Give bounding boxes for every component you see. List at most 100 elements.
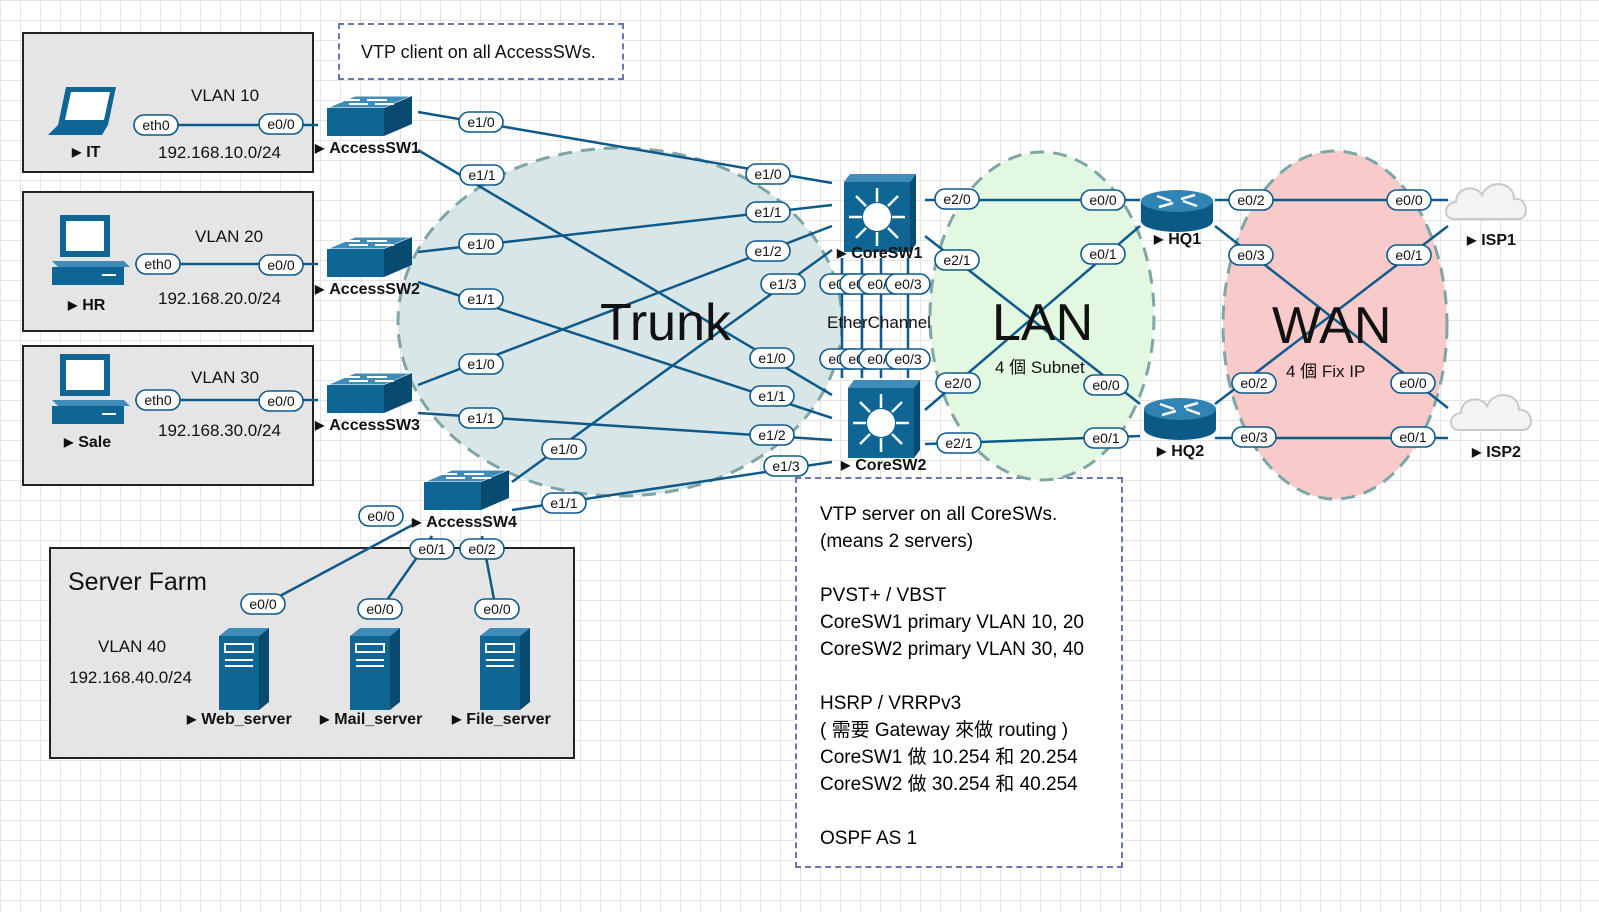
wan-label: WAN: [1272, 297, 1392, 355]
port-name: e0/0: [1089, 192, 1116, 208]
port-name: e0/1: [1089, 246, 1116, 262]
port-label: e1/0: [458, 353, 504, 375]
laptop-icon[interactable]: [48, 87, 116, 135]
port-name: eth0: [142, 117, 169, 133]
access-sw1-label[interactable]: AccessSW1: [315, 140, 420, 158]
router-icon[interactable]: [1139, 188, 1215, 234]
port-label: e0/1: [409, 538, 455, 560]
port-name: e2/0: [943, 191, 970, 207]
port-name: e1/1: [758, 388, 785, 404]
port-label: e1/3: [763, 455, 809, 477]
port-name: e1/0: [467, 236, 494, 252]
core-sw1-label[interactable]: CoreSW1: [837, 245, 922, 263]
port-label: e0/0: [1386, 189, 1432, 211]
port-name: e1/1: [468, 167, 495, 183]
wan-area: [1221, 149, 1449, 501]
mail-server-label[interactable]: Mail_server: [320, 711, 422, 729]
port-label: e0/0: [358, 505, 404, 527]
switch-icon[interactable]: [326, 236, 413, 278]
core-sw2-label[interactable]: CoreSW2: [841, 457, 926, 475]
port-label: e0/0: [258, 113, 304, 135]
web-server-label[interactable]: Web_server: [187, 711, 291, 729]
isp2-label[interactable]: ISP2: [1472, 444, 1521, 462]
port-name: e0/0: [1399, 375, 1426, 391]
port-name: e0/0: [267, 393, 294, 409]
port-name: e1/1: [550, 495, 577, 511]
port-name: e1/1: [467, 410, 494, 426]
port-label: e2/1: [934, 249, 980, 271]
vtp-client-text: VTP client on all AccessSWs.: [361, 42, 596, 62]
file-server-label[interactable]: File_server: [452, 711, 551, 729]
server-icon[interactable]: [479, 627, 531, 711]
port-name: e1/0: [758, 350, 785, 366]
port-name: e2/1: [943, 252, 970, 268]
core-config-text: VTP server on all CoreSWs.(means 2 serve…: [820, 501, 1084, 852]
lan-label: LAN: [992, 294, 1094, 352]
workstation-icon[interactable]: [51, 214, 131, 286]
port-name: e0/0: [267, 257, 294, 273]
port-name: e1/0: [754, 166, 781, 182]
hq1-label[interactable]: HQ1: [1154, 231, 1201, 249]
port-name: e2/0: [944, 375, 971, 391]
core-note-line: CoreSW1 做 10.254 和 20.254: [820, 747, 1078, 768]
core-note-line: [820, 798, 1084, 825]
port-label: e1/1: [459, 164, 505, 186]
server-icon[interactable]: [218, 627, 270, 711]
core-note-line: CoreSW2 做 30.254 和 40.254: [820, 774, 1078, 795]
cloud-icon[interactable]: [1444, 183, 1527, 220]
port-label: e0/3: [1228, 244, 1274, 266]
port-label: eth0: [133, 114, 179, 136]
port-label: e1/0: [458, 111, 504, 133]
cloud-icon[interactable]: [1449, 394, 1532, 431]
sale-subnet-label: 192.168.30.0/24: [158, 421, 281, 440]
core-note-line: HSRP / VRRPv3: [820, 693, 962, 714]
port-name: e0/1: [418, 541, 445, 557]
port-label: e0/0: [1080, 189, 1126, 211]
port-label: e1/0: [749, 347, 795, 369]
workstation-icon[interactable]: [51, 353, 131, 425]
isp1-label[interactable]: ISP1: [1467, 232, 1516, 250]
vtp-client-note: [338, 23, 624, 80]
port-name: e1/1: [467, 291, 494, 307]
port-name: e0/3: [894, 276, 921, 292]
port-name: e1/3: [772, 458, 799, 474]
switch-icon[interactable]: [423, 469, 510, 511]
core-config-note: [795, 477, 1123, 868]
access-sw3-label[interactable]: AccessSW3: [315, 417, 420, 435]
port-labels-layer: eth0 e0/0 eth0 e0/0 eth0 e0/0 e1/0 e1/0 e1/1 e1/0…: [133, 111, 1436, 620]
wan-fixip-count: 4 個 Fix IP: [1286, 362, 1366, 381]
core-note-line: PVST+ / VBST: [820, 585, 947, 606]
port-label: e0/0: [474, 598, 520, 620]
server-farm-vlan-label: VLAN 40: [98, 637, 167, 656]
port-name: eth0: [144, 392, 171, 408]
layer3-switch-icon[interactable]: [842, 172, 918, 254]
access-sw2-label[interactable]: AccessSW2: [315, 281, 420, 299]
access-sw4-label[interactable]: AccessSW4: [412, 514, 517, 532]
hr-host-label[interactable]: HR: [68, 297, 105, 315]
router-icon[interactable]: [1142, 396, 1218, 442]
port-name: e1/2: [754, 243, 781, 259]
port-label: e1/0: [745, 163, 791, 185]
port-label: e0/3: [1231, 426, 1277, 448]
port-name: e0/0: [1092, 377, 1119, 393]
sale-host-label[interactable]: Sale: [64, 434, 111, 452]
port-label: e2/1: [936, 432, 982, 454]
port-name: e1/0: [550, 441, 577, 457]
port-name: e0/0: [483, 601, 510, 617]
hq2-label[interactable]: HQ2: [1157, 443, 1204, 461]
server-icon[interactable]: [349, 627, 401, 711]
port-label: eth0: [135, 253, 181, 275]
switch-icon[interactable]: [326, 372, 413, 414]
port-name: eth0: [144, 256, 171, 272]
port-label: e0/3: [885, 273, 931, 295]
port-name: e0/1: [1399, 429, 1426, 445]
sale-vlan-label: VLAN 30: [191, 368, 260, 387]
port-label: e0/2: [1231, 372, 1277, 394]
switch-icon[interactable]: [326, 95, 413, 137]
link-access4-web: [264, 520, 419, 606]
layer3-switch-icon[interactable]: [846, 378, 922, 460]
port-name: e1/0: [467, 356, 494, 372]
it-host-label[interactable]: IT: [72, 144, 100, 162]
core-note-line: [820, 663, 1084, 690]
port-label: e1/3: [760, 273, 806, 295]
